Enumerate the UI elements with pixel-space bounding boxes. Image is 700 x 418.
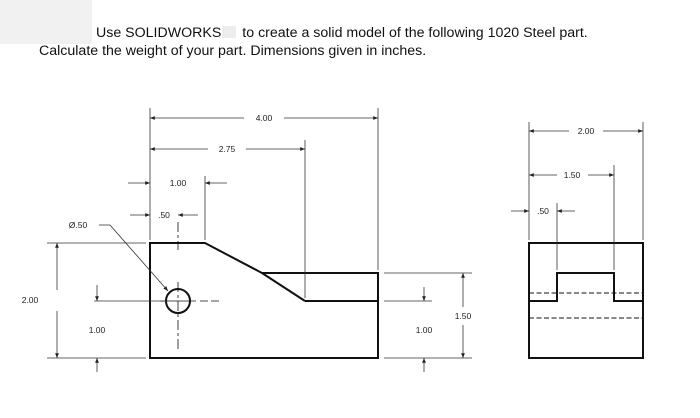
dim-slope-start: 1.00 bbox=[170, 178, 187, 188]
instruction-line-2: Calculate the weight of your part. Dimen… bbox=[39, 43, 427, 59]
front-view bbox=[149, 222, 379, 359]
dim-slot-offset: .50 bbox=[537, 206, 549, 216]
dim-height: 2.00 bbox=[22, 295, 39, 305]
front-view-dimensions bbox=[47, 108, 472, 372]
trademark-mark bbox=[222, 26, 237, 38]
side-view-dimension-labels: 2.00 1.50 .50 bbox=[537, 126, 594, 216]
side-view-dimensions bbox=[511, 122, 644, 270]
front-view-outline bbox=[149, 242, 379, 359]
hole-centerlines bbox=[160, 222, 222, 352]
side-view bbox=[528, 242, 644, 359]
instruction-line-1-end: to create a solid model of the following… bbox=[238, 25, 588, 41]
instruction-line-1-start: Use SOLIDWORKS bbox=[96, 25, 222, 41]
dim-hole-diameter: Ø.50 bbox=[69, 220, 88, 230]
dim-step-top: 1.50 bbox=[455, 311, 472, 321]
image-corner-patch bbox=[0, 0, 92, 44]
dim-step-height: 1.00 bbox=[416, 325, 433, 335]
dim-width-to-step: 2.75 bbox=[219, 144, 236, 154]
instruction-line-1: Use SOLIDWORKS to create a solid model o… bbox=[96, 24, 588, 42]
front-view-dimension-labels: 4.00 2.75 1.00 .50 Ø.50 2.00 1.00 1.00 1… bbox=[22, 113, 472, 335]
dim-overall-width: 4.00 bbox=[256, 113, 273, 123]
dim-slot-width: 1.50 bbox=[564, 170, 581, 180]
dim-side-width: 2.00 bbox=[578, 126, 595, 136]
side-view-slot bbox=[529, 272, 643, 302]
hidden-lines bbox=[529, 292, 643, 319]
dim-hole-center: .50 bbox=[158, 210, 170, 220]
dim-hole-height: 1.00 bbox=[89, 325, 106, 335]
step-edge bbox=[261, 272, 306, 302]
